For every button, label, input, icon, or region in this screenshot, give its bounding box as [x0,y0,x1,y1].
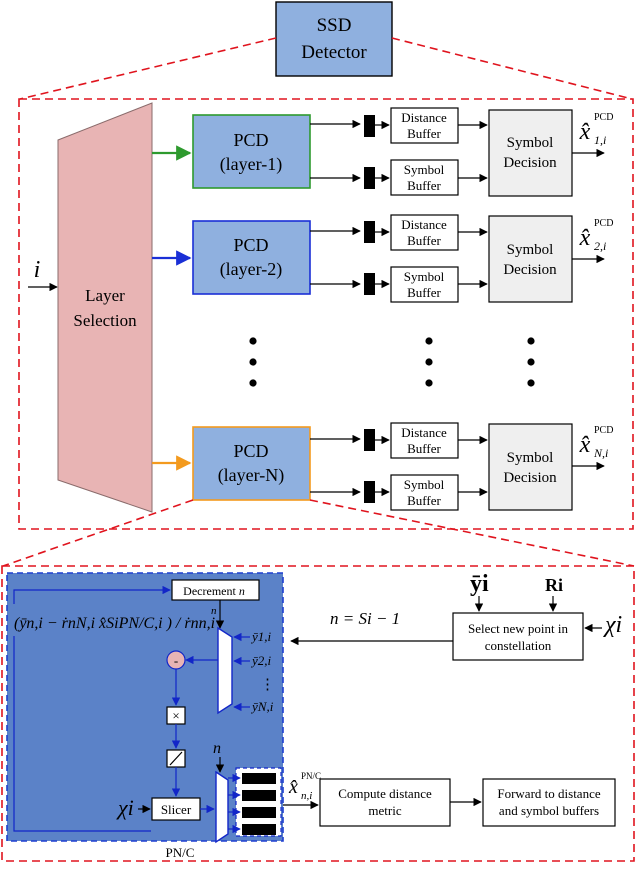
layer-selection-block: Layer Selection [57,102,153,513]
latch-1b [364,167,375,189]
symbol-decision-1 [488,109,573,197]
svg-text:constellation: constellation [485,638,552,653]
svg-text:PCD: PCD [233,235,268,255]
mux-input-dots: ⋮ [260,677,275,693]
svg-text:metric: metric [368,803,401,818]
ssd-label-line2: Detector [301,42,367,63]
pcd-block-1 [192,114,311,189]
svg-text:Buffer: Buffer [407,126,441,141]
pcd-1-line2: (layer-1) [220,154,283,175]
symbol-buffer-n [390,474,459,511]
svg-text:Buffer: Buffer [407,493,441,508]
output-xhat-1: x̂ [579,119,591,145]
svg-text:Buffer: Buffer [407,285,441,300]
decrement-n-label: Decrement n [183,584,245,598]
mux-input-2: ȳ2,i [250,653,272,668]
symbol-buffer-2 [390,266,459,303]
svg-text:Decision: Decision [503,262,557,278]
formula-label: (ȳn,i − ṙnN,i x̂SiPN/C,i ) / ṙnn,i [12,604,215,636]
svg-text:PCD: PCD [233,441,268,461]
svg-text:Symbol: Symbol [404,162,445,177]
bottom-frame [1,565,635,862]
symbol-decision-2 [488,215,573,303]
ellipsis-dots [249,337,535,387]
svg-text:Forward to distance: Forward to distance [497,786,600,801]
compute-distance-box [319,778,451,827]
forward-buffers-box [482,778,616,827]
svg-text:Decision: Decision [503,155,557,171]
chi-right-label: χi [603,612,622,638]
zoom-line-right [391,37,633,100]
r-input-label: Ri [545,575,563,595]
svg-text:Slicer: Slicer [161,802,192,817]
mux-n-top: n [211,605,217,617]
output-demux [215,770,229,844]
chi-input-label: χi [116,795,134,820]
layer-selection-line1: Layer [85,286,125,305]
pcd-row-2: PCD (layer-2) Distance Buffer Symbol Buf… [152,214,613,303]
pcd-1-line1: PCD [233,130,268,150]
svg-text:Symbol: Symbol [507,450,554,466]
svg-text:Buffer: Buffer [407,233,441,248]
svg-text:Symbol: Symbol [507,242,554,258]
svg-text:Symbol: Symbol [404,269,445,284]
svg-text:(layer-N): (layer-N) [218,465,285,486]
zoom-line-bottom-left [2,499,194,567]
svg-text:Distance: Distance [401,425,447,440]
ssd-label-line1: SSD [317,15,352,36]
mux-input-n: ȳN,i [250,699,274,714]
svg-text:PCD: PCD [594,218,613,229]
svg-text:(layer-2): (layer-2) [220,259,283,280]
svg-text:2,i: 2,i [594,239,606,253]
input-i-label: i [34,257,41,283]
svg-text:Buffer: Buffer [407,178,441,193]
layer-selection-line2: Selection [73,311,137,330]
input-mux [217,626,233,715]
svg-text:N,i: N,i [593,446,608,460]
svg-text:-: - [174,653,178,668]
xhat-pnc-label: x̂ [288,776,298,798]
zoom-line-bottom-right [309,499,635,567]
zoom-line-left [19,37,277,100]
top-frame [18,98,634,530]
ybar-input-label: ȳi [470,571,489,597]
svg-text:Symbol: Symbol [507,135,554,151]
svg-text:Symbol: Symbol [404,477,445,492]
svg-text:×: × [172,708,179,723]
svg-text:Distance: Distance [401,110,447,125]
svg-text:Compute distance: Compute distance [338,786,432,801]
output-xhat-n: x̂ [579,432,591,458]
svg-text:Distance: Distance [401,217,447,232]
pcd-row-1: PCD (layer-1) Distance Buffer Symbol Buf… [152,107,613,197]
decrement-n-box [171,579,260,601]
mux-n-bottom: n [213,740,221,757]
pcd-block-2 [192,220,311,295]
pn-c-label: PN/C [166,845,195,860]
pcd-row-n: PCD (layer-N) Distance Buffer Symbol Buf… [152,422,613,511]
symbol-decision-n [488,423,573,511]
svg-text:1,i: 1,i [594,133,606,147]
select-point-box [452,612,584,661]
distance-buffer-1 [390,107,459,144]
svg-text:n,i: n,i [301,790,312,802]
latch-1a [364,115,375,137]
svg-text:PCD: PCD [594,425,613,436]
svg-text:PN/C: PN/C [301,771,321,781]
feedback-loop [13,585,171,832]
output-xhat-2: x̂ [579,225,591,251]
svg-text:and symbol buffers: and symbol buffers [499,803,599,818]
svg-text:Select new point in: Select new point in [468,621,569,636]
pcd-block-n [192,426,311,501]
svg-text:Buffer: Buffer [407,441,441,456]
ssd-detector-block: SSD Detector [275,1,393,77]
svg-text:Decision: Decision [503,470,557,486]
distance-buffer-n [390,422,459,459]
mux-input-1: ȳ1,i [250,629,272,644]
svg-text:PCD: PCD [594,112,613,123]
svg-text:(ȳn,i − ṙnN,i x̂SiPN/C,i ) /: (ȳn,i − ṙnN,i x̂SiPN/C,i ) / ṙnn,i [14,615,215,632]
n-equation-label: n = Si − 1 [330,609,400,628]
